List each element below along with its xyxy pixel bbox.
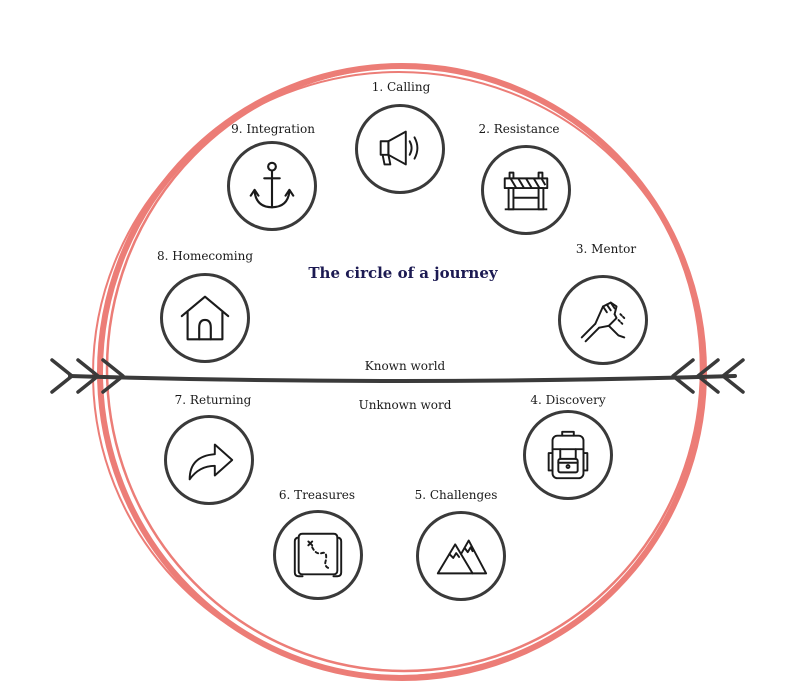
step-1-label: 1. Calling	[371, 80, 431, 94]
house-icon	[180, 295, 230, 341]
step-4-node	[523, 410, 613, 500]
step-6-node	[273, 510, 363, 600]
return-arrow-icon	[188, 443, 234, 481]
left-arrow-icon	[50, 358, 125, 394]
step-1-node	[355, 104, 445, 194]
step-2-node	[481, 145, 571, 235]
step-6-label: 6. Treasures	[278, 488, 356, 502]
step-7-label: 7. Returning	[174, 393, 252, 407]
step-3-node	[558, 275, 648, 365]
step-9-node	[227, 141, 317, 231]
step-3-label: 3. Mentor	[575, 242, 637, 256]
step-8-node	[160, 273, 250, 363]
diagram-title: The circle of a journey	[308, 264, 498, 282]
anchor-icon	[249, 161, 295, 209]
step-9-label: 9. Integration	[231, 122, 315, 136]
divider-line	[68, 374, 737, 383]
step-4-label: 4. Discovery	[530, 393, 606, 407]
handshake-icon	[580, 301, 626, 343]
backpack-icon	[547, 430, 589, 480]
treasure-map-icon	[293, 532, 343, 578]
right-arrow-icon	[671, 358, 745, 394]
step-8-label: 8. Homecoming	[156, 249, 254, 263]
mountains-icon	[436, 539, 488, 575]
step-7-node	[164, 415, 254, 505]
step-5-node	[416, 511, 506, 601]
megaphone-icon	[379, 130, 419, 166]
step-2-label: 2. Resistance	[478, 122, 560, 136]
step-5-label: 5. Challenges	[414, 488, 498, 502]
unknown-world-label: Unknown word	[358, 398, 452, 412]
barrier-icon	[503, 171, 549, 211]
known-world-label: Known world	[364, 359, 446, 373]
